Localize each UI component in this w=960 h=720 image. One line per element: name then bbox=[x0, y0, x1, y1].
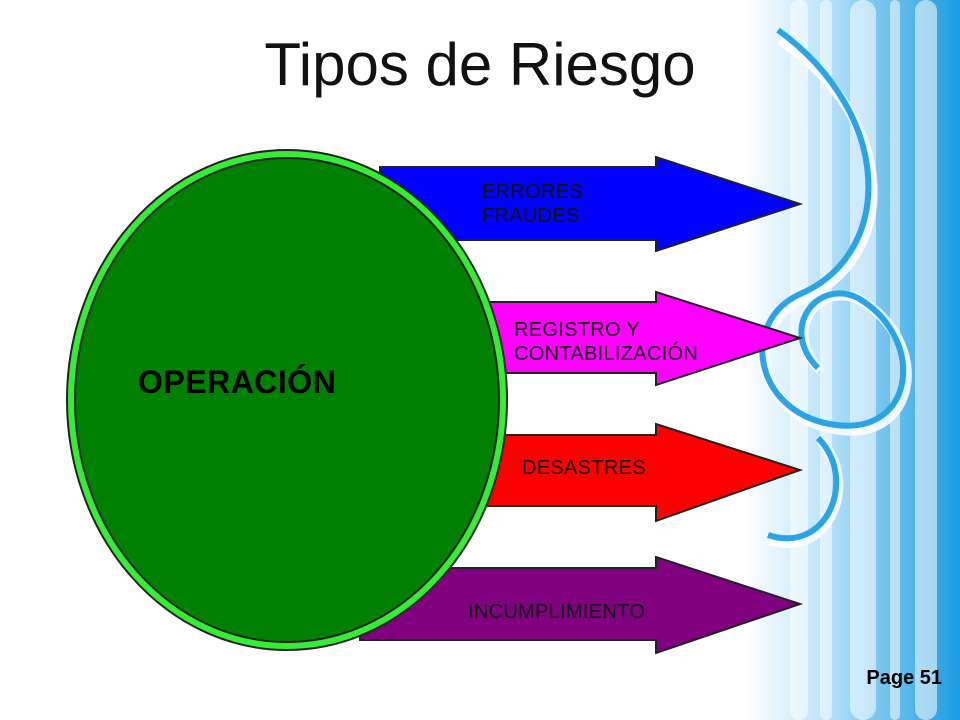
label-line-2: CONTABILIZACIÓN bbox=[514, 343, 699, 365]
label-line-2: FRAUDES bbox=[482, 205, 580, 227]
arrow-label-incumplimiento: INCUMPLIMIENTO bbox=[468, 600, 645, 624]
slide-title: Tipos de Riesgo bbox=[264, 31, 696, 98]
label-line-1: ERRORES bbox=[482, 181, 584, 203]
operacion-ellipse bbox=[74, 157, 500, 643]
arrow-label-registro: REGISTRO Y CONTABILIZACIÓN bbox=[514, 318, 698, 366]
label-line-1: DESASTRES bbox=[522, 457, 646, 479]
page-number: Page 51 bbox=[866, 667, 942, 689]
arrow-label-errores: ERRORES FRAUDES bbox=[482, 180, 583, 228]
label-line-1: INCUMPLIMIENTO bbox=[468, 601, 646, 623]
arrow-incumplimiento bbox=[359, 555, 804, 655]
center-label-operacion: OPERACIÓN bbox=[138, 364, 337, 400]
label-line-1: REGISTRO Y bbox=[514, 319, 640, 341]
arrow-label-desastres: DESASTRES bbox=[522, 456, 646, 480]
